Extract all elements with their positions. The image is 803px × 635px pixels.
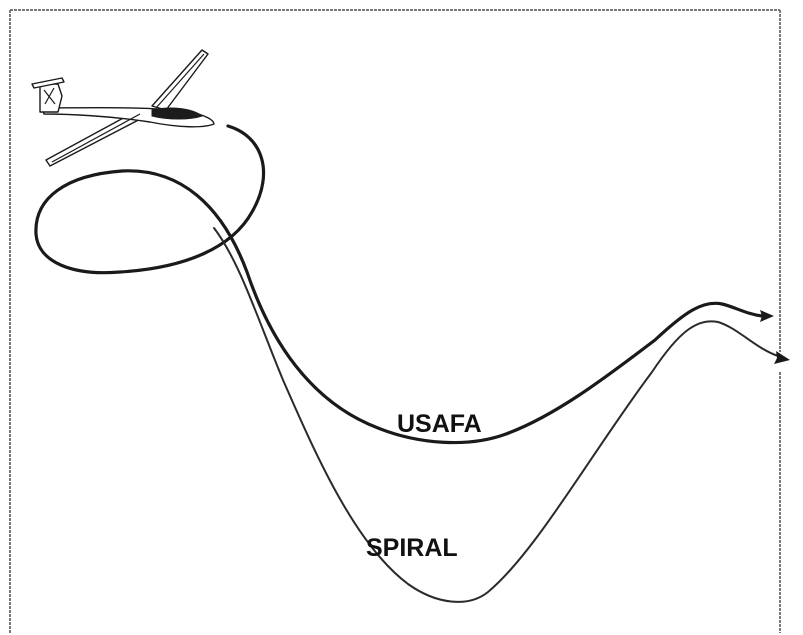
spiral-arrow-head-icon — [774, 351, 790, 364]
glider-wing-spar-2 — [51, 113, 141, 163]
glider-icon — [31, 49, 215, 167]
glider-canopy — [151, 107, 204, 120]
glider-wing-spar — [155, 53, 205, 109]
spiral-trajectory — [213, 227, 779, 603]
glider-tail-hatch-2 — [44, 87, 55, 105]
diagram-frame — [9, 9, 781, 633]
usafa-trajectory — [34, 124, 764, 445]
usafa-arrow-head-icon — [760, 310, 774, 322]
spiral-label: SPIRAL — [366, 534, 458, 562]
glider-stabilizer — [31, 77, 65, 89]
usafa-label: USAFA — [397, 410, 482, 438]
